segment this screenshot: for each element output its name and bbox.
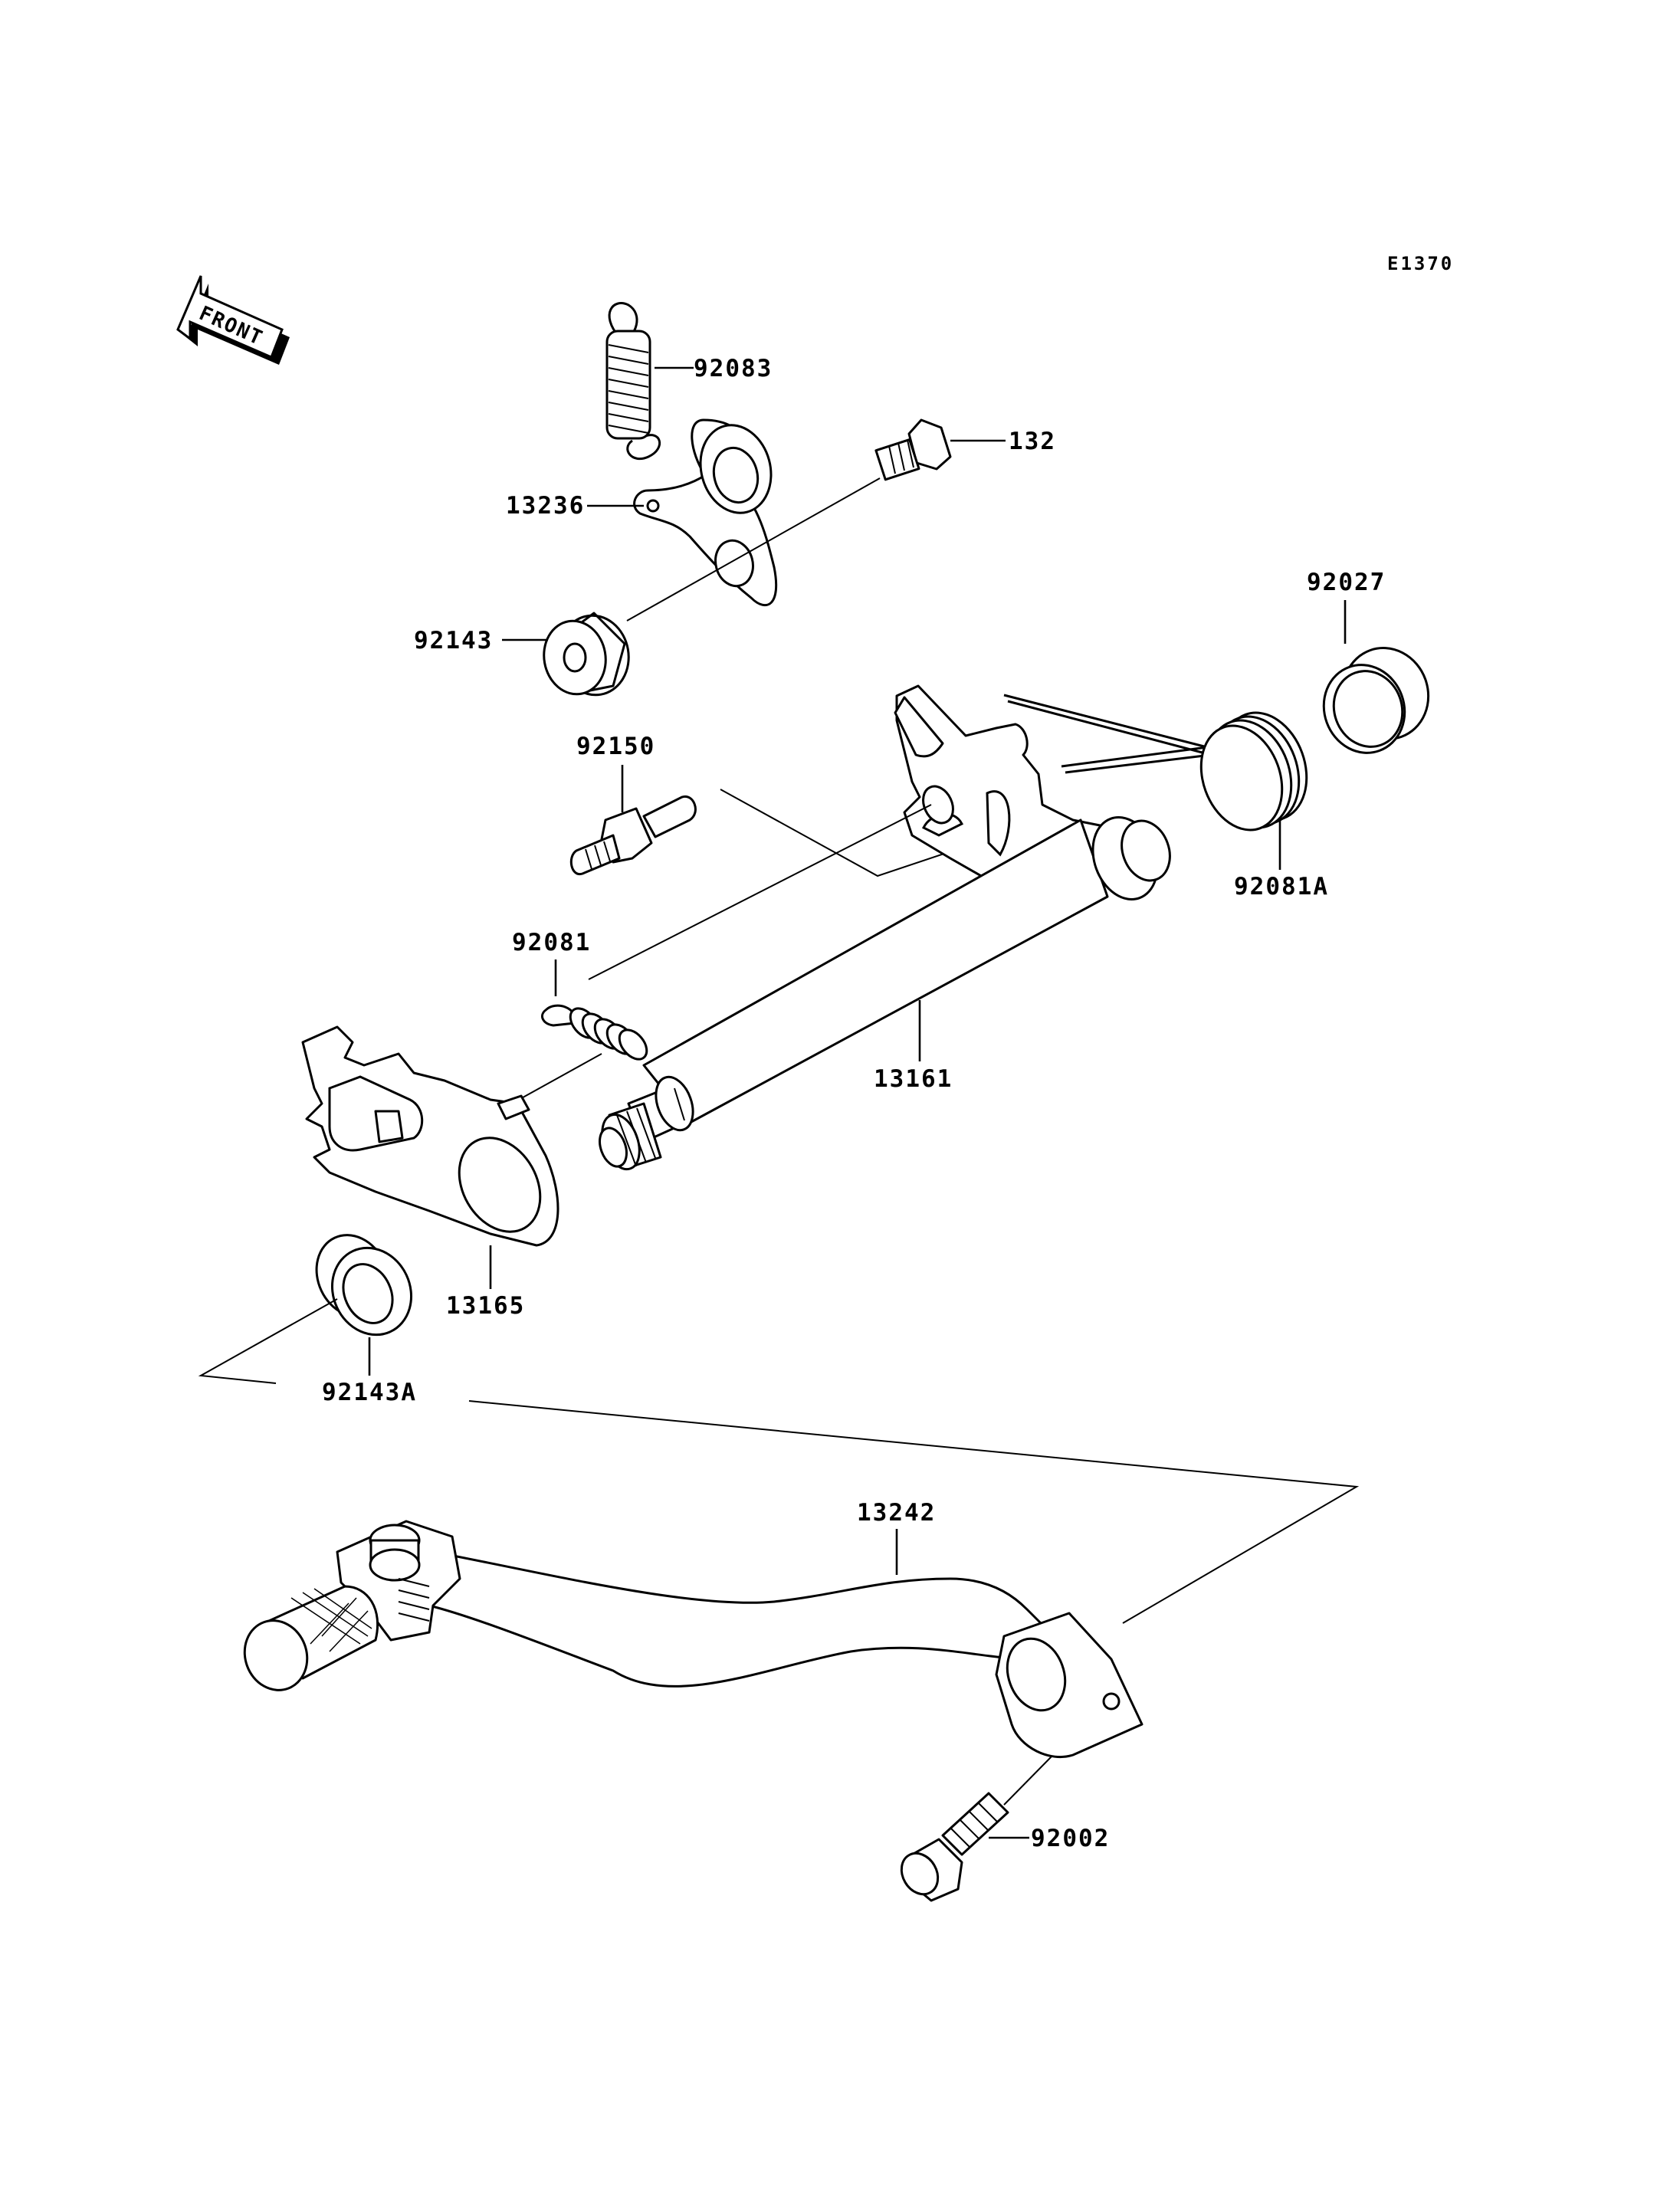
lever-13236 <box>633 418 778 606</box>
label-92143: 92143 <box>414 627 493 654</box>
pedal-13242 <box>243 1520 1144 1759</box>
label-132: 132 <box>1009 428 1056 455</box>
label-13242: 13242 <box>857 1499 936 1527</box>
collar-92143a <box>315 1234 413 1337</box>
label-13236: 13236 <box>506 492 585 520</box>
spring-92081 <box>541 1004 648 1061</box>
front-arrow-icon: FRONT <box>176 275 290 365</box>
label-92143a: 92143A <box>322 1379 417 1406</box>
label-92081: 92081 <box>512 929 591 956</box>
pin-92150 <box>569 795 697 875</box>
plate-13165 <box>301 1025 559 1247</box>
label-13161: 13161 <box>874 1065 953 1093</box>
collar-92027 <box>1322 647 1430 754</box>
spring-92083 <box>605 302 661 461</box>
bolt-132 <box>874 418 952 481</box>
collar-92143 <box>543 612 630 697</box>
bolt-92002 <box>900 1792 1009 1902</box>
label-13165: 13165 <box>446 1292 525 1320</box>
label-92150: 92150 <box>576 733 655 760</box>
label-92027: 92027 <box>1307 569 1386 596</box>
label-92083: 92083 <box>694 355 773 382</box>
figure-code: E1370 <box>1387 253 1454 274</box>
spring-92081a <box>1003 694 1308 832</box>
label-92002: 92002 <box>1031 1825 1110 1852</box>
shaft-13161 <box>599 684 1171 1171</box>
label-92081a: 92081A <box>1234 873 1329 900</box>
